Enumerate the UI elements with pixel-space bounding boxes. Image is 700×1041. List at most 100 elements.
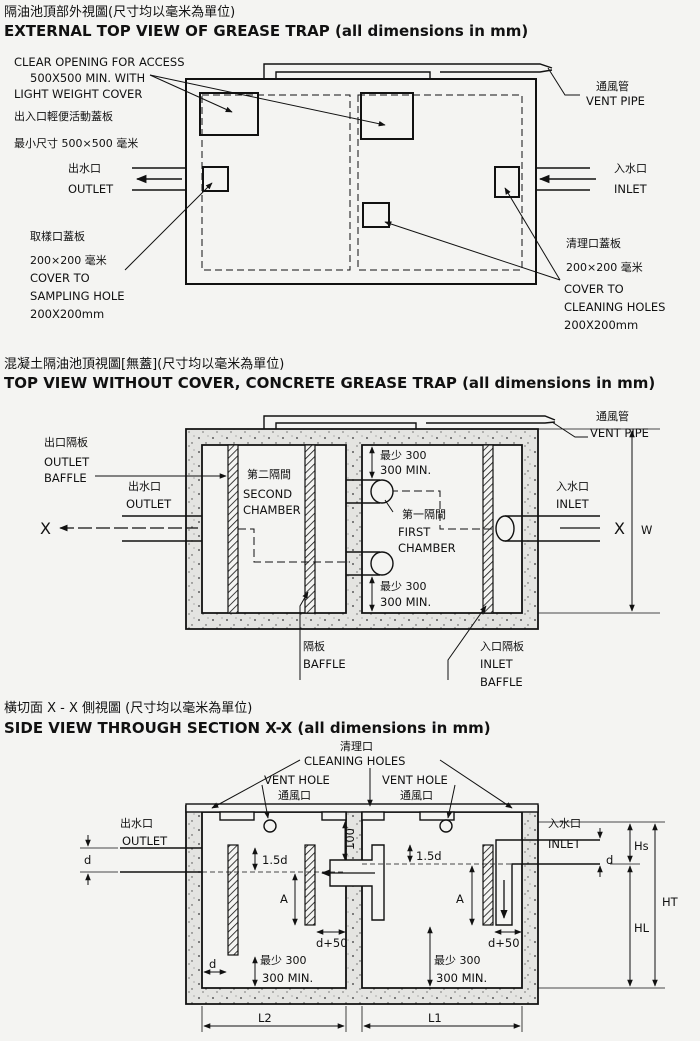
s1-outlet-en: OUTLET: [68, 182, 114, 196]
s3-d-inner: d: [209, 957, 216, 971]
s1-outlet-zh: 出水口: [68, 161, 101, 175]
s2-min-en-bot: 300 MIN.: [380, 595, 431, 609]
s3-d50-right: d+50: [488, 936, 520, 950]
s1-inlet-pipe: [536, 167, 590, 191]
s1-cleaning-cover-mid: [362, 202, 390, 228]
s1-outlet-pipe: [132, 167, 186, 191]
s2-outlet-baffle: [227, 444, 239, 614]
s3-hl: HL: [634, 921, 650, 935]
s3-min-en-r: 300 MIN.: [436, 971, 487, 985]
s2-second-en2: CHAMBER: [243, 503, 301, 517]
s3-h15-left: 1.5d: [262, 853, 288, 867]
s1-inlet-en: INLET: [614, 182, 648, 196]
s1-cleaning-zh2: 200×200 毫米: [566, 260, 643, 274]
s3-vent-hole-zh-l: 通風口: [278, 789, 311, 802]
s2-tee-pipes: [346, 479, 394, 576]
s1-access-zh2: 最小尺寸 500×500 毫米: [14, 136, 138, 150]
s2-x-left: X: [40, 519, 51, 538]
s3-inlet-zh: 入水口: [548, 817, 581, 830]
s2-outlet-zh: 出水口: [128, 479, 161, 493]
s3-top-covers: [185, 803, 539, 821]
s1-chamber-left: [201, 94, 351, 271]
s2-min-en-top: 300 MIN.: [380, 463, 431, 477]
s2-inlet-en: INLET: [556, 497, 590, 511]
section-top-view-without-cover: 混凝土隔油池頂視圖[無蓋](尺寸均以毫米為單位) TOP VIEW WITHOU…: [4, 356, 660, 689]
section-external-top-view: 隔油池頂部外視圖(尺寸均以毫米為單位) EXTERNAL TOP VIEW OF…: [4, 4, 665, 332]
s3-d-left: d: [84, 853, 91, 867]
s1-sampling-en2: SAMPLING HOLE: [30, 289, 125, 303]
s2-vent-pipe: [263, 415, 556, 429]
s2-title-zh: 混凝土隔油池頂視圖[無蓋](尺寸均以毫米為單位): [4, 356, 284, 372]
s2-vent-zh: 通風管: [596, 409, 629, 423]
s3-middle-baffle: [304, 844, 316, 926]
s2-w-label: W: [641, 523, 652, 537]
s2-min-zh-bot: 最少 300: [380, 580, 427, 593]
s3-min-zh-l: 最少 300: [260, 954, 307, 967]
s3-outlet-en: OUTLET: [122, 834, 168, 848]
s2-title-en: TOP VIEW WITHOUT COVER, CONCRETE GREASE …: [4, 374, 655, 392]
s3-a-left: A: [280, 892, 288, 906]
s2-outlet-baffle-en1: OUTLET: [44, 455, 90, 469]
s1-title-en: EXTERNAL TOP VIEW OF GREASE TRAP (all di…: [4, 22, 528, 40]
s1-sampling-zh1: 取樣口蓋板: [30, 229, 85, 243]
s2-x-right: X: [614, 519, 625, 538]
s1-trap-outline: [185, 78, 537, 285]
s2-outlet-baffle-zh: 出口隔板: [44, 435, 88, 449]
s2-second-en1: SECOND: [243, 487, 292, 501]
s2-outlet-en: OUTLET: [126, 497, 172, 511]
s3-d-right: d: [606, 853, 613, 867]
s2-vent-en: VENT PIPE: [590, 426, 649, 440]
s3-d50-left: d+50: [316, 936, 348, 950]
s3-min-zh-r: 最少 300: [434, 954, 481, 967]
s2-outlet-pipe: [122, 515, 202, 542]
s3-vent-hole-en-r: VENT HOLE: [382, 773, 448, 787]
s1-access-cover-right: [360, 92, 414, 140]
s2-baffle-zh: 隔板: [303, 639, 325, 653]
s2-first-en2: CHAMBER: [398, 541, 456, 555]
s3-hs: Hs: [634, 839, 649, 853]
s2-min-zh-top: 最少 300: [380, 449, 427, 462]
s2-inlet-zh: 入水口: [556, 480, 589, 493]
s3-vent-hole-left: [263, 819, 277, 833]
s3-a-right: A: [456, 892, 464, 906]
s1-access-line3: LIGHT WEIGHT COVER: [14, 87, 142, 101]
s1-access-line1: CLEAR OPENING FOR ACCESS: [14, 55, 185, 69]
s1-access-cover-left: [199, 92, 259, 136]
s2-inlet-pipe: [495, 515, 600, 542]
s3-ht: HT: [662, 895, 679, 909]
s2-inlet-baffle-zh: 入口隔板: [480, 639, 524, 653]
s2-inlet-baffle-en2: BAFFLE: [480, 675, 523, 689]
s3-inlet-baffle: [482, 844, 494, 926]
s3-l2: L2: [258, 1011, 272, 1025]
s3-vent-hole-en-l: VENT HOLE: [264, 773, 330, 787]
s1-cleaning-en1: COVER TO: [564, 282, 624, 296]
s2-first-zh: 第一隔間: [402, 507, 446, 521]
s2-concrete-walls: [185, 428, 539, 630]
s3-h15-right: 1.5d: [416, 849, 442, 863]
s1-cleaning-en3: 200X200mm: [564, 318, 638, 332]
s2-inlet-baffle-en1: INLET: [480, 657, 514, 671]
s3-inlet-pipe: [495, 839, 600, 926]
s1-chamber-right: [357, 94, 523, 271]
s3-outlet-zh: 出水口: [120, 816, 153, 830]
s2-second-zh: 第二隔間: [247, 467, 291, 481]
s1-cleaning-en2: CLEANING HOLES: [564, 300, 665, 314]
s3-title-en: SIDE VIEW THROUGH SECTION X-X (all dimen…: [4, 719, 491, 737]
s3-dim-100: 100: [343, 828, 357, 850]
s2-middle-baffle: [304, 444, 316, 614]
s3-l1: L1: [428, 1011, 442, 1025]
s1-sampling-en3: 200X200mm: [30, 307, 104, 321]
s2-baffle-en: BAFFLE: [303, 657, 346, 671]
s1-sampling-en1: COVER TO: [30, 271, 90, 285]
s1-vent-en: VENT PIPE: [586, 94, 645, 108]
s3-outlet-pipe: [120, 847, 202, 873]
s3-vent-hole-zh-r: 通風口: [400, 789, 433, 802]
s1-inlet-zh: 入水口: [614, 162, 647, 175]
s3-outlet-baffle: [227, 844, 239, 956]
s1-sampling-cover: [202, 166, 229, 192]
s1-cleaning-cover-inlet: [494, 166, 520, 198]
s2-first-en1: FIRST: [398, 525, 431, 539]
s2-outlet-baffle-en2: BAFFLE: [44, 471, 87, 485]
s1-access-line2: 500X500 MIN. WITH: [30, 71, 145, 85]
